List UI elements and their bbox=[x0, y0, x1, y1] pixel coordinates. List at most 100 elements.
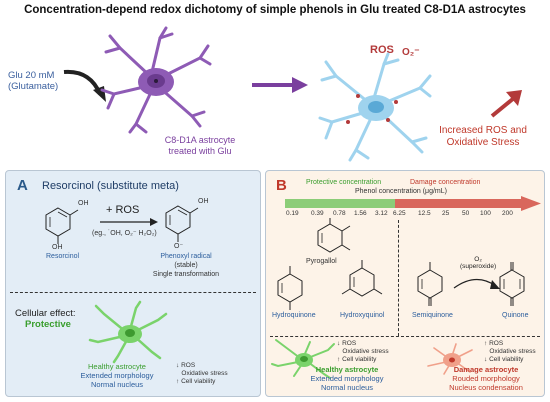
effect-stress-b-left: Oxidative stress bbox=[337, 348, 389, 356]
resorcinol-label: Resorcinol bbox=[46, 253, 80, 260]
quinone-structure bbox=[499, 262, 525, 306]
tick-312: 3.12 bbox=[375, 210, 388, 217]
healthy-caption-b: Healthy astrocyte Extended morphology No… bbox=[292, 365, 402, 392]
pyrogallol-label: Pyrogallol bbox=[306, 258, 337, 265]
astrocyte-label: C8-D1A astrocyte bbox=[164, 135, 236, 145]
panel-a-divider bbox=[10, 292, 256, 293]
phenoxyl-structure bbox=[165, 205, 199, 242]
normal-label-b: Normal nucleus bbox=[320, 383, 374, 392]
tick-50: 50 bbox=[462, 210, 470, 217]
increased-line1: Increased ROS and bbox=[439, 125, 527, 136]
purple-astrocyte bbox=[100, 26, 212, 134]
effect-stress-b-right: Oxidative stress bbox=[484, 348, 536, 356]
effect-viability-a: ↑ Cell viability bbox=[176, 378, 216, 385]
effect-ros-b-right: ↑ ROS bbox=[484, 340, 504, 347]
condensation-label: Nucleus condensation bbox=[449, 383, 523, 392]
phenoxyl-stable: (stable) bbox=[174, 262, 198, 269]
hydroquinone-structure bbox=[277, 266, 303, 310]
tick-039: 0.39 bbox=[311, 210, 324, 217]
increase-arrow-icon bbox=[490, 90, 522, 118]
effect-ros-b-left: ↓ ROS bbox=[337, 340, 357, 347]
hydroxyquinol-label: Hydroxyquinol bbox=[340, 312, 385, 319]
figure-title: Concentration-depend redox dichotomy of … bbox=[24, 4, 526, 16]
protective-concentration: Protective concentration bbox=[306, 179, 382, 186]
tick-019: 0.19 bbox=[286, 210, 299, 217]
panel-a-heading: Resorcinol (substitute meta) bbox=[42, 180, 179, 192]
tick-25: 25 bbox=[442, 210, 450, 217]
damaged-astrocyte bbox=[427, 343, 473, 375]
healthy-label-a: Healthy astrocyte bbox=[88, 362, 146, 371]
cellular-effect-label: Cellular effect: bbox=[15, 308, 76, 319]
extended-label-b: Extended morphology bbox=[310, 374, 384, 383]
reaction-arrow-icon bbox=[100, 218, 158, 226]
panel-a-letter: A bbox=[17, 177, 28, 194]
superoxide-note: O₂ (superoxide) bbox=[460, 256, 496, 270]
hydroquinone-label: Hydroquinone bbox=[272, 312, 316, 319]
healthy-astrocyte-a bbox=[88, 300, 168, 364]
damage-concentration: Damage concentration bbox=[410, 179, 481, 186]
semiquinone-label: Semiquinone bbox=[412, 312, 453, 319]
phenoxyl-o-minus: O⁻ bbox=[174, 243, 184, 250]
protective-label: Protective bbox=[25, 319, 71, 330]
tick-078: 0.78 bbox=[333, 210, 346, 217]
effect-stress-a: Oxidative stress bbox=[176, 370, 228, 378]
panel-a bbox=[5, 170, 261, 397]
phenoxyl-name: Phenoxyl radical bbox=[160, 253, 212, 260]
healthy-label-b: Healthy astrocyte bbox=[315, 365, 379, 374]
healthy-caption-a: Healthy astrocyte Extended morphology No… bbox=[62, 362, 172, 389]
ros-species: (eg., ˙OH, O₂⁻ H₂O₂) bbox=[92, 230, 157, 237]
resorcinol-oh-top: OH bbox=[78, 200, 89, 207]
rouded-label: Rouded morphology bbox=[452, 374, 520, 383]
effect-ros-b-right-text: ROS bbox=[489, 340, 504, 347]
glu-name: (Glutamate) bbox=[8, 81, 59, 92]
damage-caption: Damage astrocyte Rouded morphology Nucle… bbox=[428, 365, 544, 392]
tick-200: 200 bbox=[502, 210, 513, 217]
effect-stress-a-text: Oxidative stress bbox=[181, 370, 228, 377]
concentration-axis-label: Phenol concentration (μg/mL) bbox=[355, 188, 447, 195]
astrocyte-caption: C8-D1A astrocyte treated with Glu bbox=[135, 135, 265, 157]
glu-label: Glu 20 mM (Glutamate) bbox=[8, 70, 58, 92]
increased-line2: Oxidative Stress bbox=[446, 137, 520, 148]
panel-b-vertical-divider bbox=[398, 220, 399, 336]
glu-dose: Glu 20 mM bbox=[8, 70, 55, 81]
effect-ros-a-text: ROS bbox=[181, 362, 196, 369]
hydroxyquinol-structure bbox=[341, 260, 383, 297]
semiquinone-structure bbox=[417, 262, 443, 306]
effect-ros-a: ↓ ROS bbox=[176, 362, 196, 369]
effect-viability-b-right: ↓ Cell viability bbox=[484, 356, 524, 363]
phenoxyl-oh: OH bbox=[198, 198, 209, 205]
panel-b-letter: B bbox=[276, 177, 287, 194]
effect-stress-b-right-text: Oxidative stress bbox=[489, 348, 536, 355]
curved-reaction-arrow-icon bbox=[453, 278, 500, 289]
effect-ros-b-left-text: ROS bbox=[342, 340, 357, 347]
effect-viability-b-left-text: Cell viability bbox=[342, 356, 377, 363]
panel-b-horizontal-divider bbox=[270, 336, 540, 337]
effect-viability-b-right-text: Cell viability bbox=[489, 356, 524, 363]
phenoxyl-transformation: Single transformation bbox=[152, 271, 220, 278]
arrow-right-icon bbox=[252, 77, 308, 93]
effect-viability-a-text: Cell viability bbox=[181, 378, 216, 385]
phenoxyl-caption: Phenoxyl radical (stable) Single transfo… bbox=[146, 252, 226, 279]
extended-label-a: Extended morphology bbox=[80, 371, 154, 380]
effect-stress-b-left-text: Oxidative stress bbox=[342, 348, 389, 355]
healthy-astrocyte-b bbox=[271, 339, 335, 379]
resorcinol-structure bbox=[45, 207, 79, 244]
stressed-astrocyte bbox=[318, 52, 432, 162]
pyrogallol-structure bbox=[317, 218, 351, 253]
concentration-bar bbox=[285, 196, 541, 211]
tick-625: 6.25 bbox=[393, 210, 406, 217]
effects-list-b-left: ↓ ROS Oxidative stress ↑ Cell viability bbox=[337, 340, 389, 364]
resorcinol-oh-bottom: OH bbox=[52, 244, 63, 251]
damage-label: Damage astrocyte bbox=[453, 365, 519, 374]
increased-ros-caption: Increased ROS and Oxidative Stress bbox=[422, 125, 544, 149]
effects-list-b-right: ↑ ROS Oxidative stress ↓ Cell viability bbox=[484, 340, 536, 364]
normal-label-a: Normal nucleus bbox=[90, 380, 144, 389]
quinone-label: Quinone bbox=[502, 312, 529, 319]
effects-list-a: ↓ ROS Oxidative stress ↑ Cell viability bbox=[176, 362, 228, 386]
superoxide-label: O₂⁻ bbox=[402, 47, 420, 58]
o2-label: O₂ bbox=[474, 256, 482, 263]
astrocyte-sub: treated with Glu bbox=[168, 146, 232, 156]
plus-ros: + ROS bbox=[106, 204, 140, 216]
superoxide-word: (superoxide) bbox=[460, 263, 497, 270]
tick-156: 1.56 bbox=[354, 210, 367, 217]
